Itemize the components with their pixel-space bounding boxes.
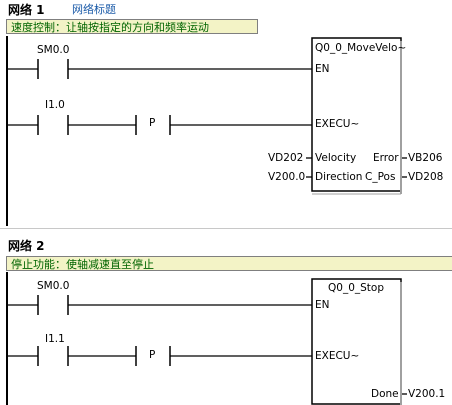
network-1-title[interactable]: 网络 1	[8, 3, 45, 17]
network-1-pin-velocity: Velocity	[315, 152, 357, 164]
network-separator	[0, 228, 452, 229]
network-2-contact-2-address: I1.1	[45, 333, 65, 345]
network-1-contact-2-address: I1.0	[45, 99, 65, 111]
network-1-contact-i10[interactable]	[8, 115, 69, 135]
network-1-pin-en: EN	[315, 63, 330, 75]
network-2-pin-done: Done	[371, 388, 399, 400]
network-2-contact-1-address: SM0.0	[37, 280, 70, 292]
network-2-contact-sm00[interactable]	[8, 295, 69, 315]
network-1-input-velocity-operand[interactable]: VD202	[268, 152, 304, 164]
network-1-pin-error: Error	[373, 152, 399, 164]
network-1-contact-1-address: SM0.0	[37, 44, 70, 56]
network-2-comment[interactable]: 停止功能：使轴减速直至停止	[6, 256, 452, 271]
network-2-contact-i11[interactable]	[8, 346, 69, 366]
network-1-movevelocity-block[interactable]	[311, 37, 402, 192]
network-1-output-cpos-operand[interactable]: VD208	[408, 171, 444, 183]
network-2-stop-block[interactable]	[311, 278, 402, 405]
network-2-pin-en: EN	[315, 299, 330, 311]
network-1-input-direction-operand[interactable]: V200.0	[268, 171, 306, 183]
network-2-output-done-operand[interactable]: V200.1	[408, 388, 446, 400]
network-2-pin-execute: EXECU~	[315, 350, 360, 362]
network-2-power-rail	[6, 272, 8, 405]
network-1-block-name: Q0_0_MoveVelo~	[315, 42, 407, 54]
network-1-comment[interactable]: 速度控制：让轴按指定的方向和频率运动	[6, 19, 258, 34]
network-1-subtitle[interactable]: 网络标题	[72, 3, 116, 16]
network-2-edge-label: P	[149, 349, 156, 361]
network-1-output-error-operand[interactable]: VB206	[408, 152, 443, 164]
network-1-contact-sm00[interactable]	[8, 59, 69, 79]
network-1-pin-direction: Direction	[315, 171, 363, 183]
network-2-title[interactable]: 网络 2	[8, 239, 45, 253]
network-1-pin-execute: EXECU~	[315, 118, 360, 130]
network-1-power-rail	[6, 36, 8, 226]
network-2-block-name: Q0_0_Stop	[328, 282, 384, 294]
network-1-pin-cpos: C_Pos	[365, 171, 396, 183]
network-1-edge-label: P	[149, 117, 156, 129]
